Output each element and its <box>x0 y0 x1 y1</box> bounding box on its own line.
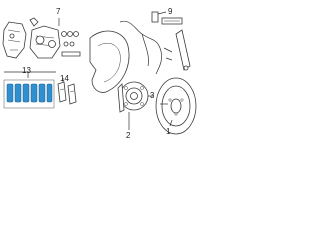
caliper-assembly <box>29 17 61 59</box>
brake-rotor <box>155 77 197 135</box>
dust-shield <box>89 30 130 93</box>
brake-assembly-diagram: 7 13 14 2 1 3 9 <box>0 0 200 147</box>
callout-9: 9 <box>168 7 173 16</box>
leader-lines <box>4 11 173 130</box>
seal-kit <box>61 31 81 57</box>
abs-sensor-wire <box>119 11 191 75</box>
callout-13: 13 <box>22 66 31 75</box>
pad-clips <box>57 81 77 105</box>
caliper-bracket <box>2 21 27 59</box>
brake-pads <box>3 79 55 109</box>
callout-14: 14 <box>60 74 69 83</box>
callout-2: 2 <box>126 131 131 140</box>
hub-bearing <box>117 81 149 113</box>
callout-3: 3 <box>150 91 155 100</box>
callout-7: 7 <box>56 7 61 16</box>
callout-1: 1 <box>166 127 171 136</box>
diagram-drawing <box>2 11 197 135</box>
